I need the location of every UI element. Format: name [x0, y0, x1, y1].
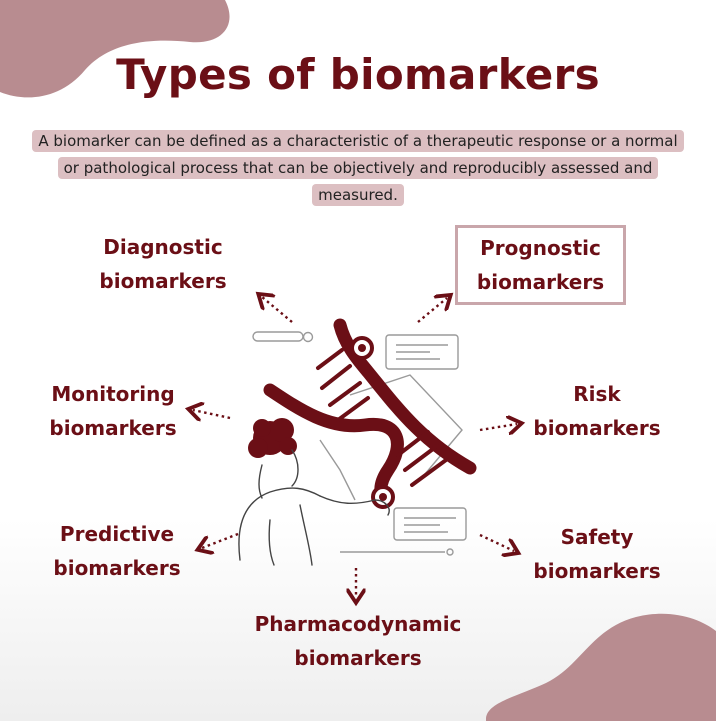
bottom-right-blob	[486, 613, 716, 721]
top-left-blob	[0, 0, 230, 98]
floating-card-bottom	[393, 507, 467, 541]
arrow-to-safety	[479, 533, 514, 551]
description-text: A biomarker can be defined as a characte…	[30, 128, 686, 209]
researcher-figure-icon	[238, 418, 390, 566]
dna-helix-icon	[263, 318, 477, 509]
arrow-to-predictive	[202, 532, 239, 548]
floating-bar-icon	[252, 331, 304, 342]
arrow-to-diagnostic	[262, 297, 293, 323]
arrow-to-prognostic	[417, 298, 447, 323]
page-title: Types of biomarkers	[116, 50, 600, 99]
arrow-to-risk	[479, 424, 517, 430]
floating-card-top	[385, 334, 459, 370]
arrow-to-monitoring	[193, 410, 231, 418]
floating-dot-icon	[302, 331, 314, 343]
